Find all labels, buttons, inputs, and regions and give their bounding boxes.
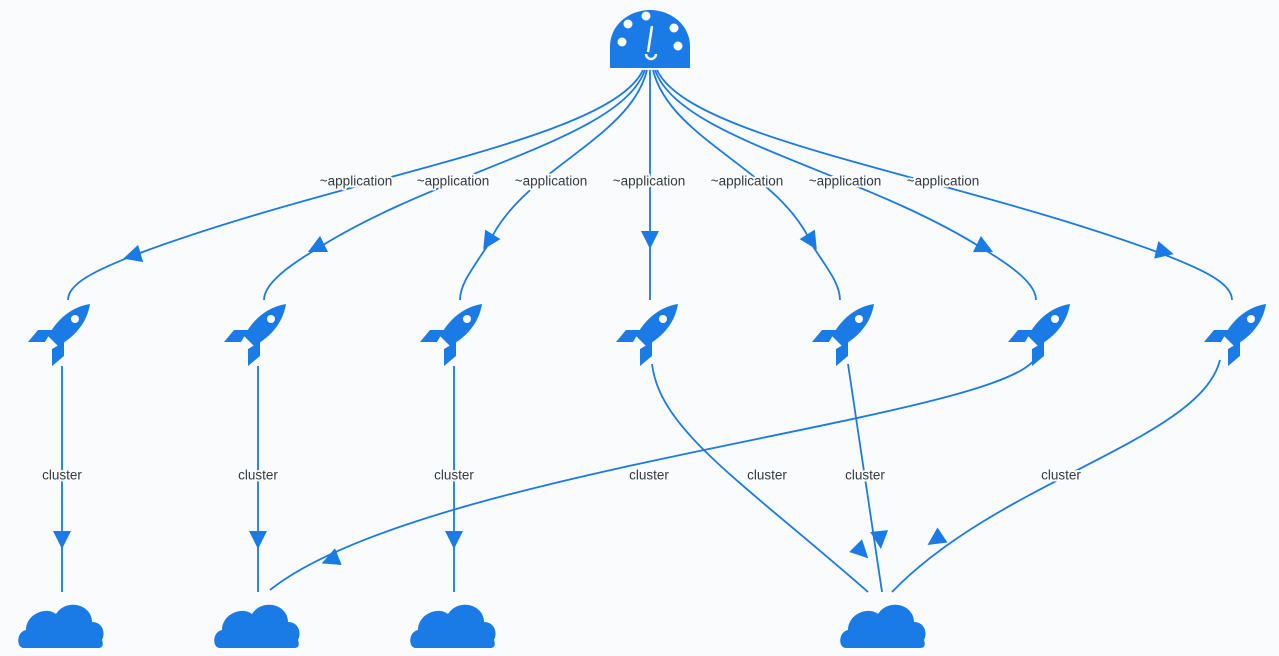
nodes-layer	[18, 10, 1266, 648]
edge-arrowhead	[927, 527, 948, 545]
cluster-edge-label: cluster	[238, 468, 278, 483]
edge-arrowhead	[445, 531, 463, 549]
cluster-edge	[651, 363, 869, 593]
cluster-edge-label: cluster	[434, 468, 474, 483]
cloud-icon[interactable]	[214, 604, 300, 648]
edge-arrowhead	[641, 231, 659, 249]
cluster-edge	[269, 359, 1035, 591]
rocket-icon[interactable]	[812, 304, 874, 366]
application-edge-label: ~application	[613, 174, 685, 189]
edge-arrowhead	[972, 235, 994, 253]
edge-arrowhead	[321, 548, 342, 566]
rocket-icon[interactable]	[1008, 304, 1070, 366]
cluster-edge	[847, 363, 883, 593]
edge-arrowhead	[53, 531, 71, 549]
application-edge	[459, 69, 648, 301]
cloud-icon[interactable]	[840, 604, 926, 648]
application-edge-label: ~application	[711, 174, 783, 189]
rocket-icon[interactable]	[1204, 304, 1266, 366]
edge-arrowhead	[1154, 241, 1174, 259]
rocket-icon[interactable]	[616, 304, 678, 366]
edge-arrowhead	[849, 539, 869, 559]
cluster-edge	[891, 359, 1221, 593]
edge-arrowhead	[249, 531, 267, 549]
cluster-edge-label: cluster	[629, 468, 669, 483]
edge-arrowhead	[307, 235, 329, 253]
cluster-edge-label: cluster	[42, 468, 82, 483]
application-edge	[652, 69, 841, 301]
application-edge	[654, 69, 1037, 301]
cloud-icon[interactable]	[410, 604, 496, 648]
dashboard-gauge-icon[interactable]	[610, 10, 690, 68]
rocket-icon[interactable]	[28, 304, 90, 366]
labels-layer: ~application ~application ~application ~app…	[40, 172, 1083, 485]
edge-arrowhead	[483, 229, 501, 250]
application-edge-label: ~application	[907, 174, 979, 189]
application-edge-label: ~application	[809, 174, 881, 189]
rocket-icon[interactable]	[420, 304, 482, 366]
application-edge	[656, 69, 1233, 301]
application-edge-label: ~application	[417, 174, 489, 189]
cluster-edge-label: cluster	[747, 468, 787, 483]
application-edge-label: ~application	[515, 174, 587, 189]
cluster-edge-label: cluster	[845, 468, 885, 483]
edge-arrowhead	[870, 530, 889, 549]
edges-layer	[53, 69, 1233, 593]
rocket-icon[interactable]	[224, 304, 286, 366]
application-edge	[263, 69, 646, 301]
application-edge-label: ~application	[320, 174, 392, 189]
application-edge	[67, 69, 644, 301]
edge-arrowhead	[799, 229, 817, 250]
edge-arrowhead	[123, 244, 144, 263]
cloud-icon[interactable]	[18, 604, 104, 648]
cluster-edge-label: cluster	[1041, 468, 1081, 483]
